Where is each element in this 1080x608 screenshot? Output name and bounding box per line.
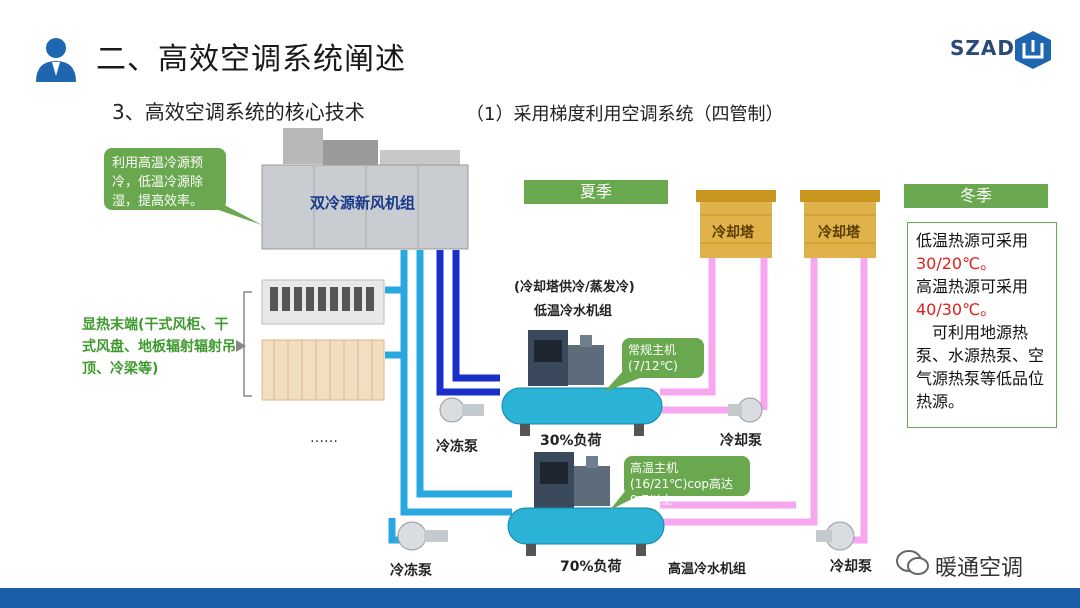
winter-info-line3: 高温热源可采用 — [916, 277, 1029, 296]
system-diagram — [190, 128, 880, 556]
dual-source-ahu — [261, 128, 469, 250]
low-temp-chilled-pipes — [436, 250, 500, 396]
cooling-tower-label-2: 冷却塔 — [818, 225, 860, 241]
winter-info-line5: 可利用地源热泵、水源热泵、空气源热泵等低品位热源。 — [916, 323, 1045, 411]
cooling-tower-1 — [696, 190, 776, 258]
normal-host-callout: 常规主机(7/12℃) — [622, 338, 704, 378]
low-temp-chiller-label: 低温冷水机组 — [534, 304, 613, 319]
chilled-pump-label-1: 冷冻泵 — [436, 439, 478, 455]
free-cooling-label: (冷却塔供冷/蒸发冷) — [514, 280, 635, 295]
logo-text: SZAD — [950, 36, 1015, 60]
terminal-dry-coil — [261, 279, 385, 325]
cooling-pump-2 — [816, 521, 855, 551]
terminal-label: 显热末端(干式风柜、干式风盘、地板辐射辐射吊顶、冷梁等) — [82, 317, 236, 377]
ahu-callout: 利用高温冷源预冷，低温冷源除湿，提高效率。 — [104, 148, 226, 210]
winter-info-line1: 低温热源可采用 — [916, 231, 1029, 250]
winter-info-box: 低温热源可采用 30/20℃。 高温热源可采用 40/30℃。 可利用地源热泵、… — [907, 222, 1057, 428]
chilled-pump-label-2: 冷冻泵 — [390, 563, 432, 579]
summer-label: 夏季 — [524, 180, 668, 204]
watermark-text: 暖通空调 — [935, 556, 1024, 581]
low-temp-chiller — [501, 330, 663, 436]
ahu-label: 双冷源新风机组 — [310, 194, 416, 212]
high-temp-chiller-label: 高温冷水机组 — [668, 562, 747, 577]
cooling-water-pipes — [660, 235, 868, 544]
footer-bar — [0, 588, 1080, 608]
page-title: 二、高效空调系统阐述 — [96, 42, 406, 77]
chilled-pump-1 — [439, 397, 484, 423]
high-temp-host-callout: 高温主机(16/21℃)cop高达9.7以上 — [624, 456, 750, 507]
terminal-radiant-panel — [261, 339, 385, 401]
load-30-label: 30%负荷 — [540, 433, 602, 449]
presenter-icon — [36, 38, 76, 82]
section-subtitle: 3、高效空调系统的核心技术 — [112, 100, 365, 124]
cooling-pump-label-2: 冷却泵 — [830, 559, 872, 575]
section-topic: （1）采用梯度利用空调系统（四管制） — [466, 104, 784, 125]
chilled-pump-2 — [397, 521, 448, 551]
cooling-pump-label-1: 冷却泵 — [720, 433, 762, 449]
cooling-pump-1 — [728, 397, 763, 423]
high-temp-chiller — [507, 452, 665, 556]
cooling-tower-2 — [800, 190, 880, 258]
wechat-icon — [896, 550, 929, 575]
cooling-tower-label-1: 冷却塔 — [712, 225, 754, 241]
load-70-label: 70%负荷 — [560, 559, 622, 575]
winter-label: 冬季 — [904, 184, 1048, 208]
winter-info-line4: 40/30℃。 — [916, 300, 997, 319]
winter-info-line2: 30/20℃。 — [916, 254, 997, 273]
ellipsis-more: …… — [310, 430, 338, 446]
logo-icon — [1015, 31, 1051, 69]
